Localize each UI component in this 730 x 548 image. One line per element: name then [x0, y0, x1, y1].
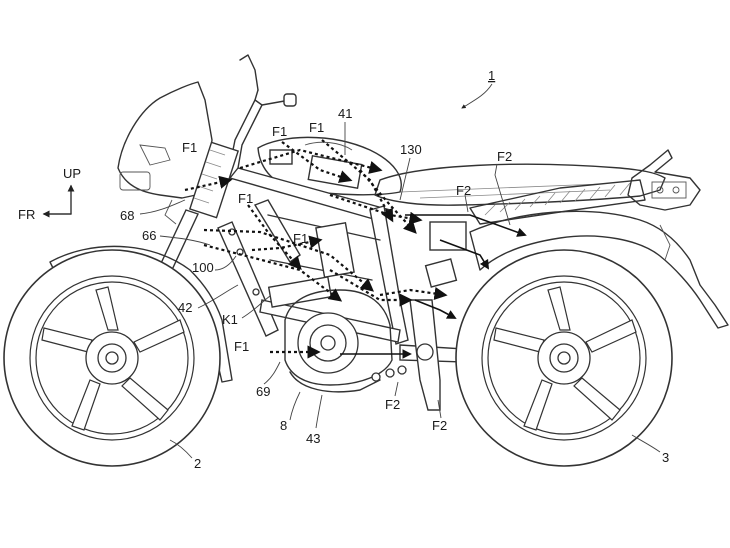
leader-lines	[139, 122, 661, 459]
airflow-f1-arrows	[184, 139, 448, 359]
front-wheel	[3, 249, 221, 467]
label-f2-d: F2	[432, 418, 447, 433]
label-k1: K1	[222, 312, 238, 327]
front-wheel-spokes	[41, 286, 185, 431]
rear-wheel	[455, 249, 673, 467]
headlight-cowl	[117, 81, 213, 199]
label-43: 43	[306, 431, 320, 446]
figure-number-label: 1	[488, 68, 495, 83]
label-130: 130	[400, 142, 422, 157]
airflow-f2-arrows	[340, 214, 527, 359]
label-3: 3	[662, 450, 669, 465]
reference-labels: 68 66 100 42 K1 69 8 43 2 3 41 130 F1 F1…	[120, 106, 669, 471]
label-f1-e: F1	[293, 231, 308, 246]
label-f2-a: F2	[497, 149, 512, 164]
label-f1-f: F1	[234, 339, 249, 354]
up-label: UP	[63, 166, 81, 181]
label-f1-d: F1	[238, 191, 253, 206]
figure-number: 1	[461, 68, 495, 109]
label-66: 66	[142, 228, 156, 243]
tail-light	[627, 149, 701, 211]
battery-components	[267, 149, 467, 308]
label-f1-c: F1	[309, 120, 324, 135]
label-f1-a: F1	[182, 140, 197, 155]
label-2: 2	[194, 456, 201, 471]
label-69: 69	[256, 384, 270, 399]
label-8: 8	[280, 418, 287, 433]
label-100: 100	[192, 260, 214, 275]
seat	[374, 163, 666, 225]
label-42: 42	[178, 300, 192, 315]
label-41: 41	[338, 106, 352, 121]
rear-fender	[469, 210, 729, 329]
label-f2-c: F2	[385, 397, 400, 412]
label-f2-b: F2	[456, 183, 471, 198]
label-f1-b: F1	[272, 124, 287, 139]
fr-label: FR	[18, 207, 35, 222]
orientation-indicator: UP FR	[18, 166, 81, 222]
rear-wheel-spokes	[493, 286, 637, 431]
label-68: 68	[120, 208, 134, 223]
